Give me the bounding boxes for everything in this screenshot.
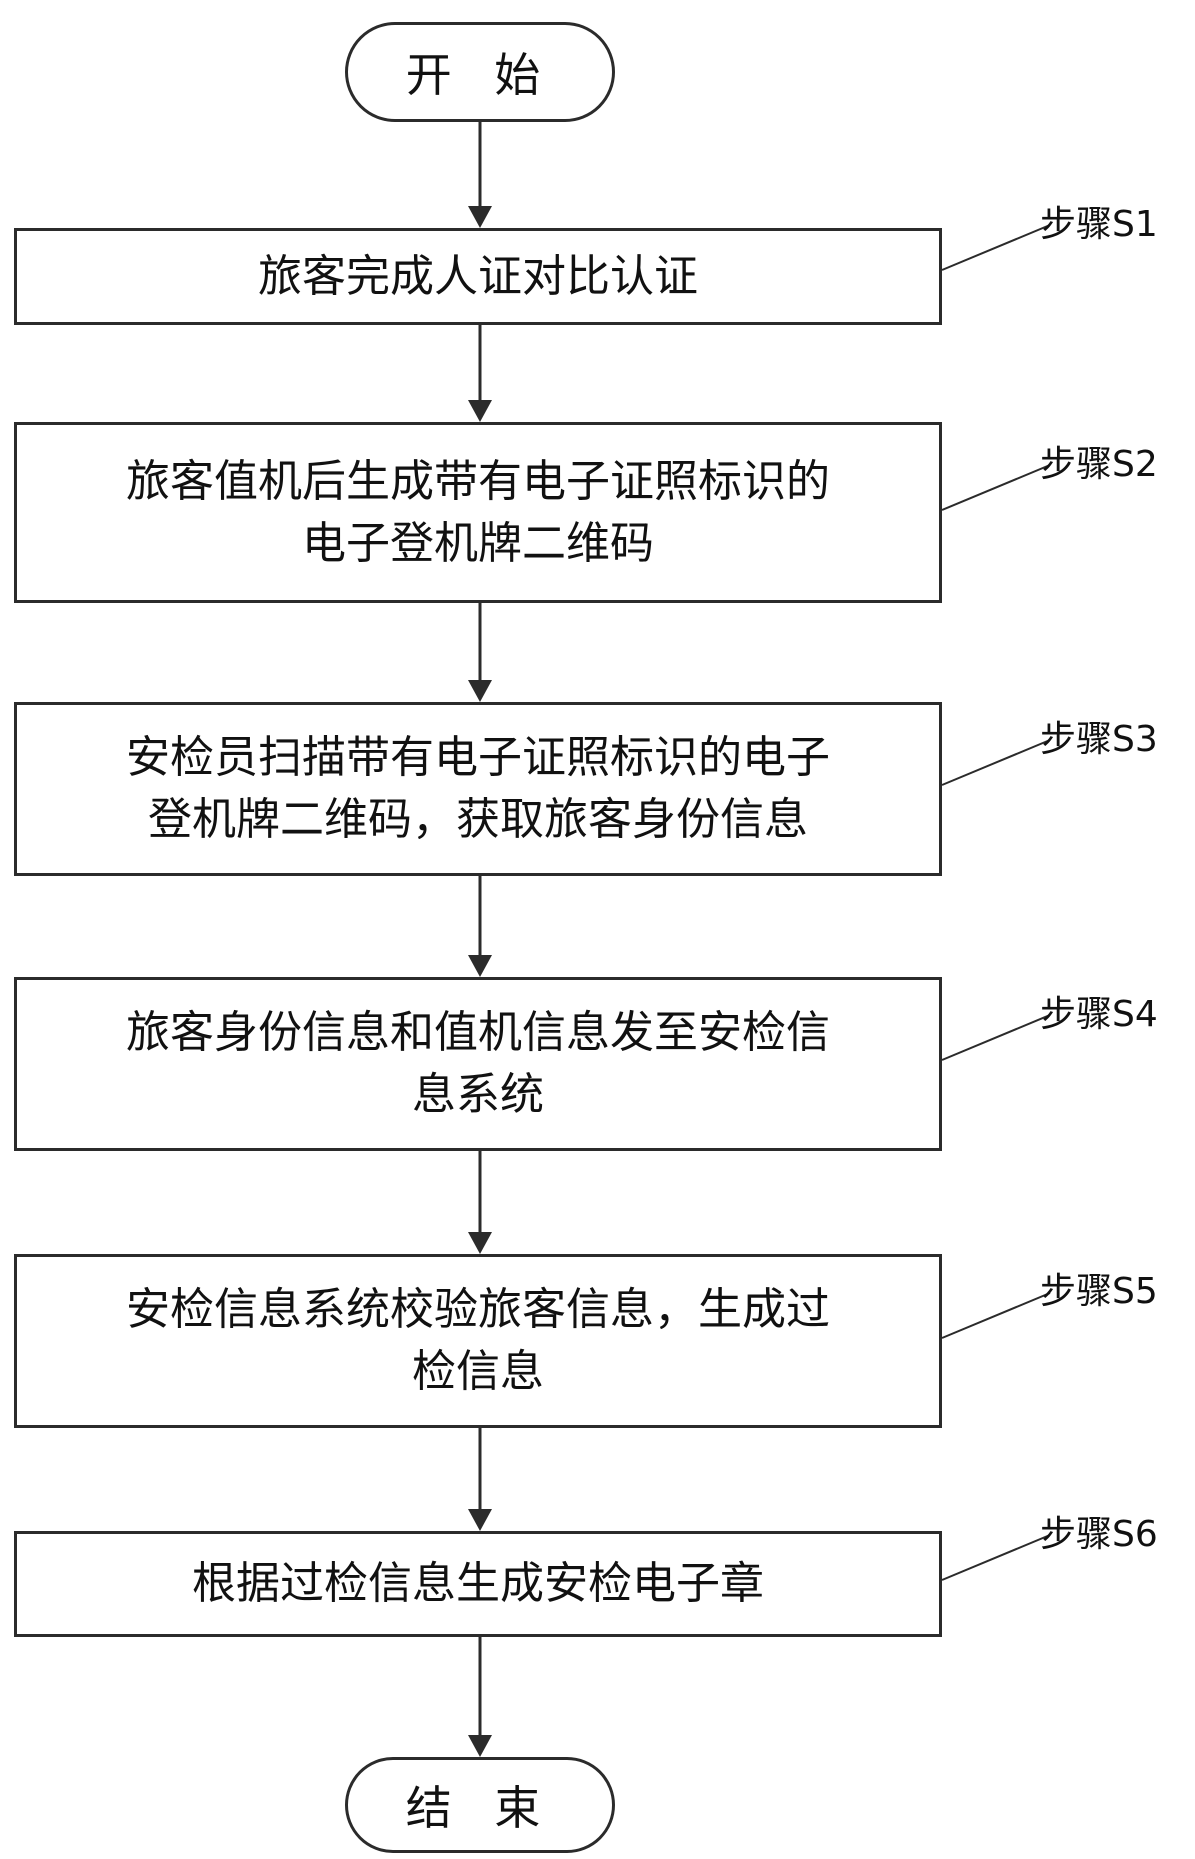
step-label-s1: 步骤S1 — [1040, 204, 1158, 245]
arrowhead-s2 — [468, 400, 492, 422]
leader-line-s4 — [941, 1014, 1051, 1061]
step-s5-line-1: 安检信息系统校验旅客信息，生成过 — [126, 1284, 830, 1335]
arrowhead-s5 — [468, 1232, 492, 1254]
arrowhead-s4 — [468, 955, 492, 977]
end-node: 结 束 — [345, 1757, 615, 1853]
arrowhead-end — [468, 1735, 492, 1757]
step-label-s4: 步骤S4 — [1040, 994, 1158, 1035]
step-label-s5: 步骤S5 — [1040, 1271, 1158, 1312]
end-label: 结 束 — [405, 1781, 555, 1835]
step-s2-line-1: 旅客值机后生成带有电子证照标识的 — [126, 455, 830, 507]
step-label-s2: 步骤S2 — [1040, 444, 1158, 485]
step-s2-line-2: 电子登机牌二维码 — [302, 517, 654, 569]
arrowhead-s1 — [468, 206, 492, 228]
leader-line-s6 — [941, 1534, 1051, 1581]
step-s1-line-1: 旅客完成人证对比认证 — [258, 250, 698, 302]
leader-line-s5 — [941, 1292, 1051, 1339]
step-s3-line-1: 安检员扫描带有电子证照标识的电子 — [126, 732, 830, 783]
leader-line-s3 — [941, 739, 1051, 786]
step-s5-line-2: 检信息 — [412, 1346, 544, 1397]
step-s3-line-2: 登机牌二维码，获取旅客身份信息 — [148, 794, 808, 845]
leader-lines — [941, 224, 1051, 1581]
step-label-s6: 步骤S6 — [1040, 1514, 1158, 1555]
step-box-s1: 旅客完成人证对比认证 — [14, 228, 942, 325]
step-s6-line-1: 根据过检信息生成安检电子章 — [192, 1558, 764, 1609]
arrow-heads — [468, 206, 492, 1757]
step-box-s2: 旅客值机后生成带有电子证照标识的 电子登机牌二维码 — [14, 422, 942, 603]
leader-line-s2 — [941, 464, 1051, 511]
step-s4-line-1: 旅客身份信息和值机信息发至安检信 — [126, 1007, 830, 1058]
leader-line-s1 — [941, 224, 1051, 271]
arrowhead-s3 — [468, 680, 492, 702]
step-s4-line-2: 息系统 — [412, 1069, 544, 1120]
step-box-s6: 根据过检信息生成安检电子章 — [14, 1531, 942, 1637]
step-box-s3: 安检员扫描带有电子证照标识的电子 登机牌二维码，获取旅客身份信息 — [14, 702, 942, 876]
start-node: 开 始 — [345, 22, 615, 122]
step-box-s5: 安检信息系统校验旅客信息，生成过 检信息 — [14, 1254, 942, 1428]
start-label: 开 始 — [405, 48, 555, 102]
step-box-s4: 旅客身份信息和值机信息发至安检信 息系统 — [14, 977, 942, 1151]
step-label-s3: 步骤S3 — [1040, 719, 1158, 760]
arrowhead-s6 — [468, 1509, 492, 1531]
